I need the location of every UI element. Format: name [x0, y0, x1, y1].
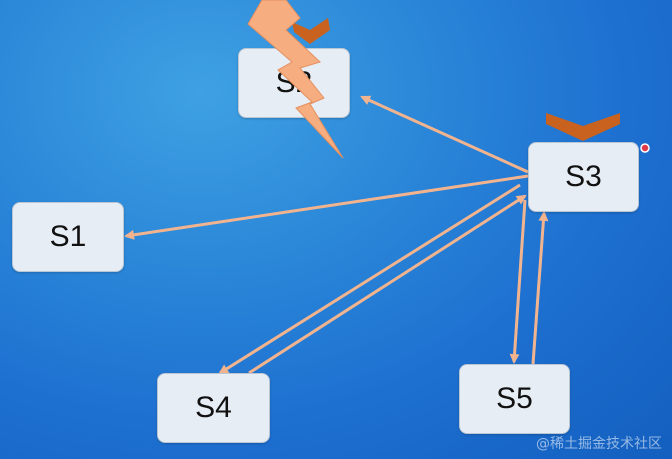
node-s5[interactable]: S5 [459, 364, 570, 434]
node-s3[interactable]: S3 [528, 142, 639, 212]
watermark: @稀土掘金技术社区 [536, 436, 662, 452]
node-s3-label: S3 [565, 160, 602, 193]
node-s4-label: S4 [195, 391, 232, 424]
node-s5-label: S5 [496, 382, 533, 415]
lightning-bolt-icon [247, 0, 344, 159]
edge-s3-s2 [360, 95, 529, 174]
edge-s3-s1 [124, 174, 529, 240]
edge-s3-s4 [218, 183, 521, 375]
edge-s4-s3 [248, 194, 527, 375]
node-s1-label: S1 [49, 220, 87, 253]
edge-s3-s5 [509, 199, 527, 364]
chevron-down-icon [546, 113, 620, 141]
node-s4[interactable]: S4 [157, 373, 270, 443]
node-s1[interactable]: S1 [12, 202, 124, 272]
chevron-down-icon [292, 18, 330, 44]
edge-s5-s3 [531, 211, 549, 365]
pointer-dot-icon [640, 143, 650, 153]
